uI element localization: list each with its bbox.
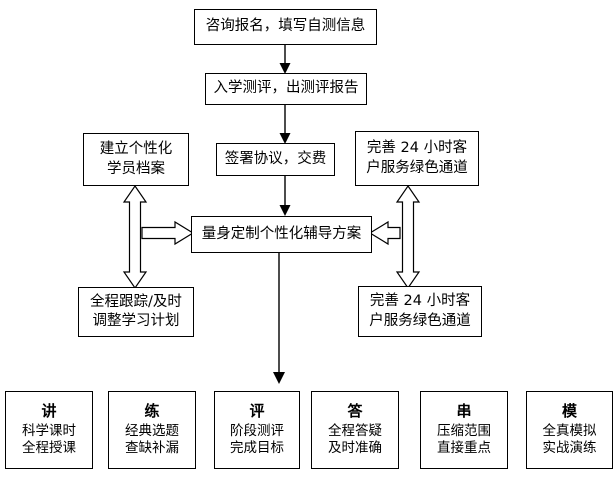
node-right-bottom-line-1: 户服务绿色通道 (369, 312, 471, 329)
node-step2[interactable]: 入学测评，出测评报告 (205, 73, 367, 105)
service-card-jiang-line-1: 全程授课 (22, 440, 76, 457)
service-card-ping[interactable]: 评 阶段测评 完成目标 (214, 391, 300, 469)
node-right-top-line-1: 户服务绿色通道 (366, 159, 468, 176)
service-card-chuan-head: 串 (456, 401, 472, 420)
service-card-mo-line-1: 实战演练 (542, 440, 597, 457)
node-left-bottom[interactable]: 全程跟踪/及时 调整学习计划 (78, 287, 194, 337)
node-center[interactable]: 量身定制个性化辅导方案 (191, 216, 372, 253)
service-card-jiang-line-0: 科学课时 (22, 422, 76, 439)
connector-center-to-service-cards (273, 253, 285, 384)
connector-step1-to-step2 (279, 44, 291, 74)
node-step3[interactable]: 签署协议，交费 (216, 143, 335, 176)
service-card-jiang[interactable]: 讲 科学课时 全程授课 (5, 391, 93, 469)
service-card-da-line-1: 及时准确 (328, 440, 382, 457)
node-right-top[interactable]: 完善 24 小时客 户服务绿色通道 (355, 131, 479, 186)
node-right-top-line-0: 完善 24 小时客 (366, 140, 468, 157)
service-card-lian[interactable]: 练 经典选题 查缺补漏 (108, 391, 196, 469)
service-card-lian-line-0: 经典选题 (125, 422, 179, 439)
service-card-chuan[interactable]: 串 压缩范围 直接重点 (420, 391, 508, 469)
node-left-top[interactable]: 建立个性化 学员档案 (83, 133, 189, 186)
service-card-chuan-line-1: 直接重点 (437, 440, 491, 457)
service-card-mo[interactable]: 模 全真模拟 实战演练 (526, 391, 613, 469)
service-card-ping-head: 评 (249, 401, 265, 420)
connector-step2-to-step3 (279, 104, 291, 144)
service-card-da-head: 答 (347, 401, 363, 420)
connector-right-to-center-arrow (368, 220, 401, 246)
service-card-lian-line-1: 查缺补漏 (125, 440, 179, 457)
service-card-mo-line-0: 全真模拟 (542, 422, 597, 439)
node-left-top-line-1: 学员档案 (107, 160, 165, 177)
service-card-ping-line-1: 完成目标 (230, 440, 284, 457)
node-step2-line-0: 入学测评，出测评报告 (213, 80, 359, 97)
node-step3-line-0: 签署协议，交费 (224, 150, 327, 167)
node-center-line-0: 量身定制个性化辅导方案 (201, 225, 362, 242)
node-left-top-line-0: 建立个性化 (99, 141, 173, 158)
node-step1[interactable]: 咨询报名，填写自测信息 (194, 9, 377, 45)
service-card-da[interactable]: 答 全程答疑 及时准确 (311, 391, 399, 469)
node-right-bottom-line-0: 完善 24 小时客 (369, 293, 471, 310)
service-card-ping-line-0: 阶段测评 (230, 422, 284, 439)
connector-left-to-center-arrow (141, 220, 195, 246)
node-left-bottom-line-1: 调整学习计划 (92, 313, 180, 329)
service-card-chuan-line-0: 压缩范围 (437, 422, 491, 439)
node-right-bottom[interactable]: 完善 24 小时客 户服务绿色通道 (358, 286, 482, 337)
node-step1-line-0: 咨询报名，填写自测信息 (205, 18, 366, 35)
connector-step3-to-center (279, 175, 291, 216)
service-card-lian-head: 练 (144, 401, 160, 420)
node-left-bottom-line-0: 全程跟踪/及时 (90, 293, 182, 310)
service-card-mo-head: 模 (561, 401, 577, 420)
service-card-jiang-head: 讲 (41, 401, 57, 420)
service-card-da-line-0: 全程答疑 (328, 422, 382, 439)
